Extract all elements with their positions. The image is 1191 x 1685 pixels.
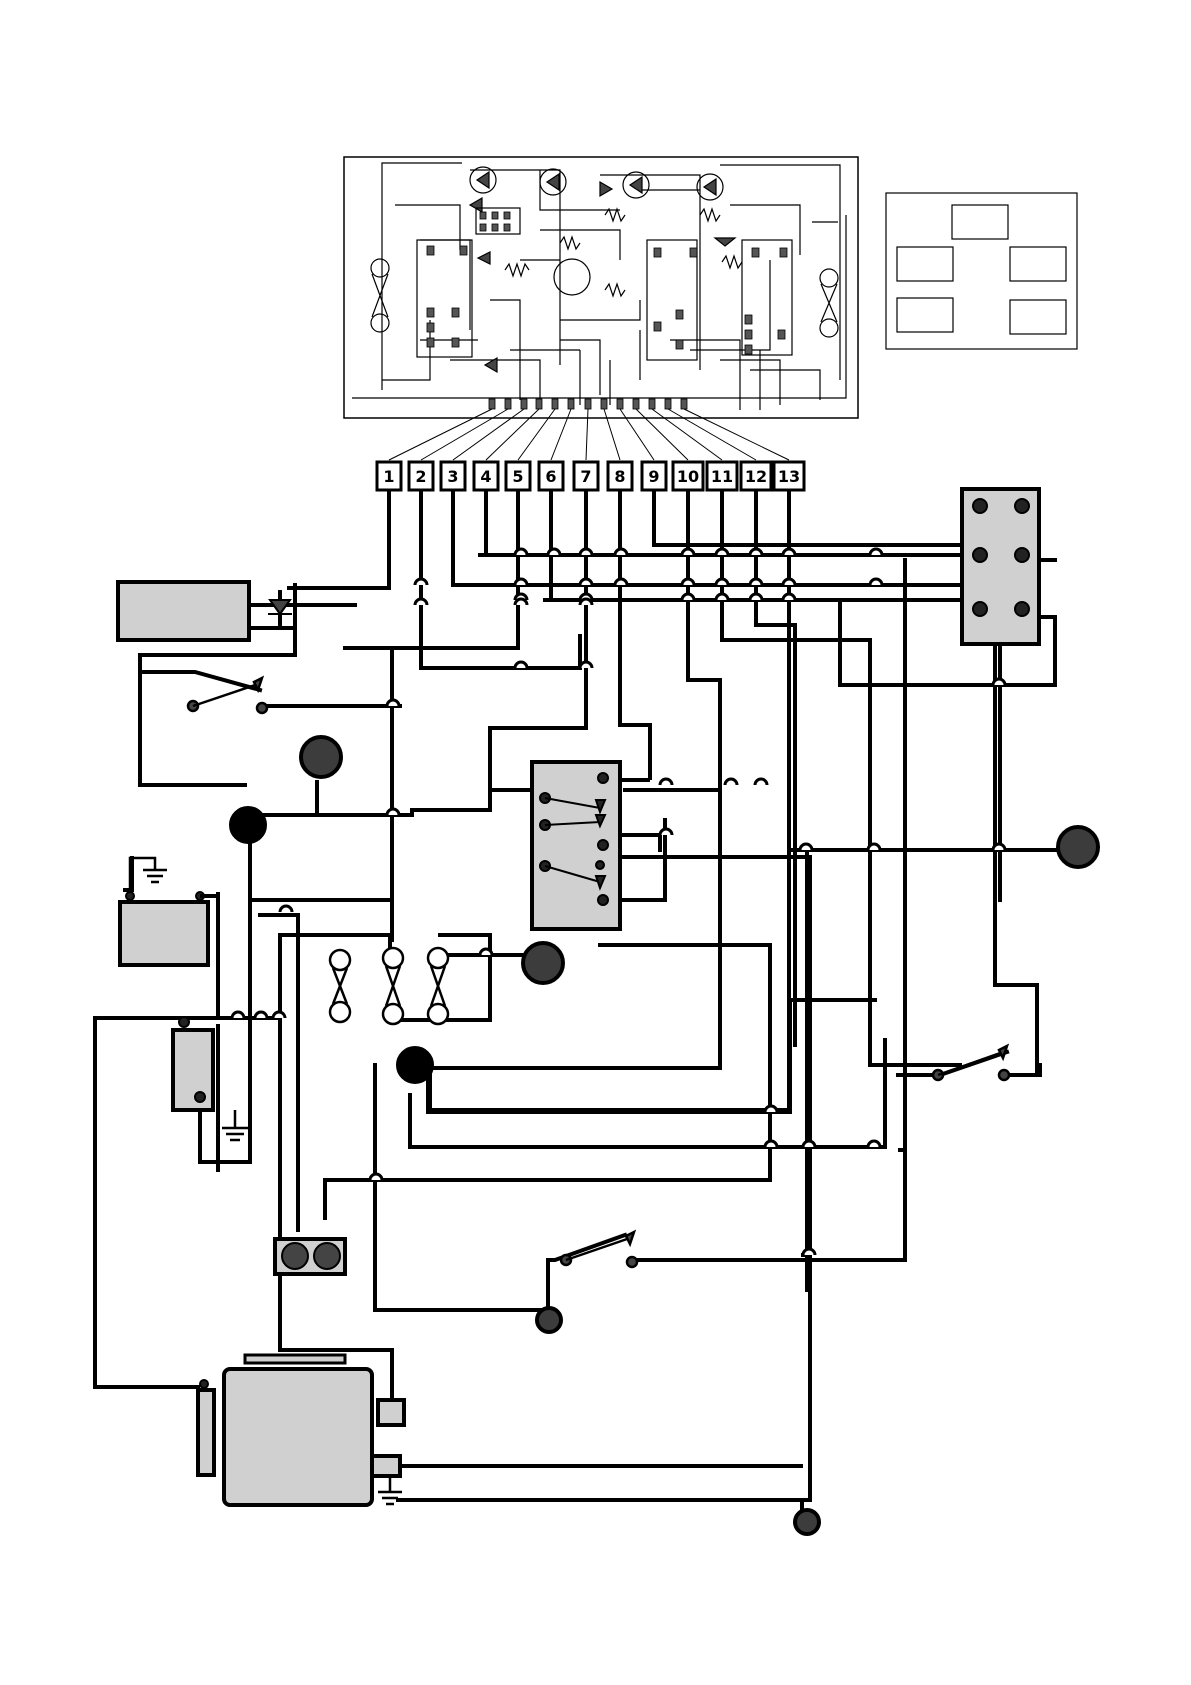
lamp-icon-center bbox=[523, 943, 563, 983]
lamp-icon-top bbox=[301, 737, 341, 777]
terminal-3: 3 bbox=[441, 462, 465, 490]
terminal-12: 12 bbox=[741, 462, 771, 490]
terminal-label: 13 bbox=[778, 467, 800, 486]
fuse-holder-icon bbox=[173, 1030, 213, 1110]
fan-out-lines bbox=[389, 409, 789, 460]
terminal-4: 4 bbox=[474, 462, 498, 490]
terminal-1: 1 bbox=[377, 462, 401, 490]
connector-pin bbox=[1015, 548, 1029, 562]
connector-pin bbox=[1015, 602, 1029, 616]
terminal-label: 5 bbox=[512, 467, 523, 486]
dual-relay-contact bbox=[282, 1243, 308, 1269]
main-unit-icon bbox=[224, 1369, 372, 1505]
fan-icon-right bbox=[820, 269, 838, 337]
terminal-9: 9 bbox=[642, 462, 666, 490]
main-unit-connector bbox=[378, 1400, 404, 1425]
fan-icon-left bbox=[371, 259, 389, 332]
fuse-contact bbox=[195, 1092, 205, 1102]
main-unit-terminal bbox=[200, 1380, 208, 1388]
diode-icon bbox=[470, 167, 735, 372]
relay-block-right bbox=[647, 240, 697, 360]
junction-node bbox=[231, 808, 265, 842]
main-unit-top-plate bbox=[245, 1355, 345, 1363]
terminal-label: 6 bbox=[545, 467, 556, 486]
ground-icon bbox=[130, 858, 167, 892]
connector-block-right bbox=[962, 489, 1039, 644]
terminal-label: 7 bbox=[580, 467, 591, 486]
terminal-label: 8 bbox=[614, 467, 625, 486]
connector-pin bbox=[1015, 499, 1029, 513]
module-header-pins bbox=[489, 399, 687, 409]
wiring-harness bbox=[95, 492, 1060, 1515]
terminal-10: 10 bbox=[673, 462, 703, 490]
terminal-label: 11 bbox=[711, 467, 733, 486]
dual-relay-contact bbox=[314, 1243, 340, 1269]
junction-node bbox=[398, 1048, 432, 1082]
control-module bbox=[344, 157, 858, 460]
terminal-label: 12 bbox=[745, 467, 767, 486]
connector-pin bbox=[973, 602, 987, 616]
sensor-icon bbox=[537, 1308, 561, 1332]
battery-terminal bbox=[126, 892, 134, 900]
battery-icon bbox=[120, 902, 208, 965]
sensor-icon-bottom bbox=[795, 1510, 819, 1534]
terminal-11: 11 bbox=[707, 462, 737, 490]
terminal-6: 6 bbox=[539, 462, 563, 490]
resistor-icon bbox=[505, 209, 742, 296]
terminal-2: 2 bbox=[409, 462, 433, 490]
terminal-7: 7 bbox=[574, 462, 598, 490]
main-unit-side-bar bbox=[198, 1390, 214, 1475]
terminal-label: 10 bbox=[677, 467, 699, 486]
terminal-label: 2 bbox=[415, 467, 426, 486]
terminal-label: 4 bbox=[480, 467, 491, 486]
terminal-5: 5 bbox=[506, 462, 530, 490]
legend-box bbox=[886, 193, 1077, 349]
terminal-label: 9 bbox=[648, 467, 659, 486]
ground-icon bbox=[222, 1110, 248, 1140]
terminal-8: 8 bbox=[608, 462, 632, 490]
component-box-top-left bbox=[118, 582, 249, 640]
connector-pin bbox=[973, 499, 987, 513]
fuse-contact bbox=[179, 1017, 189, 1027]
terminal-label: 3 bbox=[447, 467, 458, 486]
lamp-icon-right bbox=[1058, 827, 1098, 867]
relay-pads bbox=[427, 212, 787, 354]
terminal-label: 1 bbox=[383, 467, 394, 486]
main-unit-connector bbox=[372, 1456, 400, 1476]
terminal-13: 13 bbox=[774, 462, 804, 490]
connector-pin bbox=[973, 548, 987, 562]
fan-icon bbox=[330, 948, 448, 1024]
